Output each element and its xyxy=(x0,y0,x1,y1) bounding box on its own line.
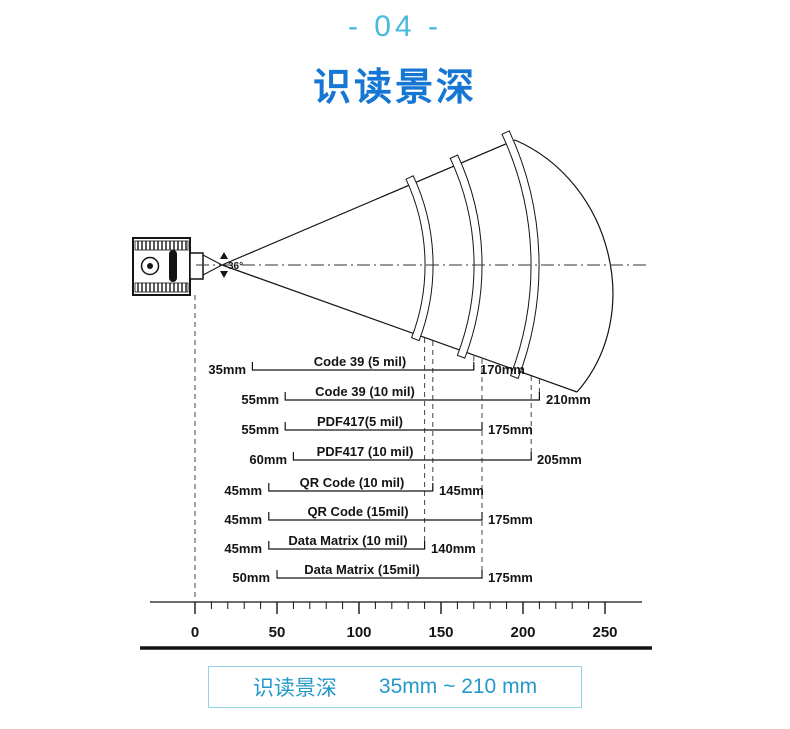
scanner-slot xyxy=(169,250,177,282)
bar-name-label: PDF417(5 mil) xyxy=(317,414,403,429)
bar-name-label: PDF417 (10 mil) xyxy=(317,444,414,459)
scanner-window xyxy=(189,252,204,280)
near-label: 35mm xyxy=(208,362,246,377)
near-label: 45mm xyxy=(224,483,262,498)
scanner-device xyxy=(132,237,204,296)
section-number: - 04 - xyxy=(347,10,443,43)
far-label: 170mm xyxy=(480,362,525,377)
angle-wedge-lines xyxy=(202,254,223,276)
bar-line xyxy=(284,422,483,431)
bar-row-qrcode-15mil: 45mm QR Code (15mil) 175mm xyxy=(224,504,532,527)
bar-name-label: Data Matrix (10 mil) xyxy=(288,533,407,548)
summary-box: 识读景深 35mm ~ 210 mm xyxy=(208,666,582,708)
bar-name-label: Data Matrix (15mil) xyxy=(304,562,420,577)
bar-row-code39-10mil: 55mm Code 39 (10 mil) 210mm xyxy=(241,384,590,407)
range-bars: 35mm Code 39 (5 mil) 170mm 55mm Code 39 … xyxy=(208,354,590,585)
bar-name-label: QR Code (10 mil) xyxy=(300,475,405,490)
bar-name-label: Code 39 (5 mil) xyxy=(314,354,406,369)
scanner-lens-dot xyxy=(147,263,153,269)
ruler: 0 50 100 150 200 250 xyxy=(140,601,652,650)
scanner-bottom-fins xyxy=(134,282,189,293)
beam-angle-indicator: 36° xyxy=(202,252,243,278)
bar-row-datamatrix-10mil: 45mm Data Matrix (10 mil) 140mm xyxy=(224,533,475,556)
far-label: 175mm xyxy=(488,512,533,527)
bar-name-label: QR Code (15mil) xyxy=(307,504,408,519)
scanner-top-fins xyxy=(134,240,189,251)
bar-line xyxy=(251,362,475,371)
ruler-label-200: 200 xyxy=(510,624,535,641)
summary-label: 识读景深 xyxy=(252,677,337,700)
summary-value: 35mm ~ 210 mm xyxy=(378,675,538,698)
diagram-svg: 36° 35mm Code 39 (5 mil) 170mm 55mm Code… xyxy=(132,130,652,650)
ruler-major-ticks xyxy=(194,602,606,614)
ruler-label-50: 50 xyxy=(269,624,286,641)
angle-arrow-down-icon xyxy=(220,271,228,278)
bar-line xyxy=(284,392,540,401)
near-label: 60mm xyxy=(249,452,287,467)
focus-bands xyxy=(405,130,540,380)
ruler-minor-ticks xyxy=(210,602,590,609)
near-label: 55mm xyxy=(241,392,279,407)
focus-band-2 xyxy=(449,154,483,359)
focus-band-3 xyxy=(501,130,540,380)
ruler-label-250: 250 xyxy=(592,624,617,641)
bar-row-qrcode-10mil: 45mm QR Code (10 mil) 145mm xyxy=(224,475,483,498)
near-label: 45mm xyxy=(224,512,262,527)
angle-arrow-up-icon xyxy=(220,252,228,259)
cone-top-edge xyxy=(221,139,516,266)
bar-line xyxy=(268,483,434,492)
bar-line xyxy=(276,570,483,579)
ruler-label-150: 150 xyxy=(428,624,453,641)
bar-name-label: Code 39 (10 mil) xyxy=(315,384,415,399)
bar-line xyxy=(268,541,426,550)
depth-of-field-diagram: 36° 35mm Code 39 (5 mil) 170mm 55mm Code… xyxy=(0,120,790,660)
bar-line xyxy=(292,452,532,461)
beam-cone xyxy=(221,139,614,393)
far-label: 145mm xyxy=(439,483,484,498)
bar-line xyxy=(268,512,483,521)
near-label: 50mm xyxy=(232,570,270,585)
bar-row-datamatrix-15mil: 50mm Data Matrix (15mil) 175mm xyxy=(232,562,532,585)
far-label: 210mm xyxy=(546,392,591,407)
bar-row-code39-5mil: 35mm Code 39 (5 mil) 170mm xyxy=(208,354,524,377)
page-title: 识读景深 xyxy=(312,67,477,109)
bar-row-pdf417-5mil: 55mm PDF417(5 mil) 175mm xyxy=(241,414,532,437)
far-label: 140mm xyxy=(431,541,476,556)
near-label: 45mm xyxy=(224,541,262,556)
angle-label: 36° xyxy=(228,261,243,272)
focus-band-1 xyxy=(405,175,434,342)
cone-outer-arc xyxy=(514,139,614,393)
ruler-label-0: 0 xyxy=(191,624,199,641)
far-label: 205mm xyxy=(537,452,582,467)
bar-row-pdf417-10mil: 60mm PDF417 (10 mil) 205mm xyxy=(249,444,581,467)
far-label: 175mm xyxy=(488,570,533,585)
ruler-label-100: 100 xyxy=(346,624,371,641)
far-label: 175mm xyxy=(488,422,533,437)
near-label: 55mm xyxy=(241,422,279,437)
